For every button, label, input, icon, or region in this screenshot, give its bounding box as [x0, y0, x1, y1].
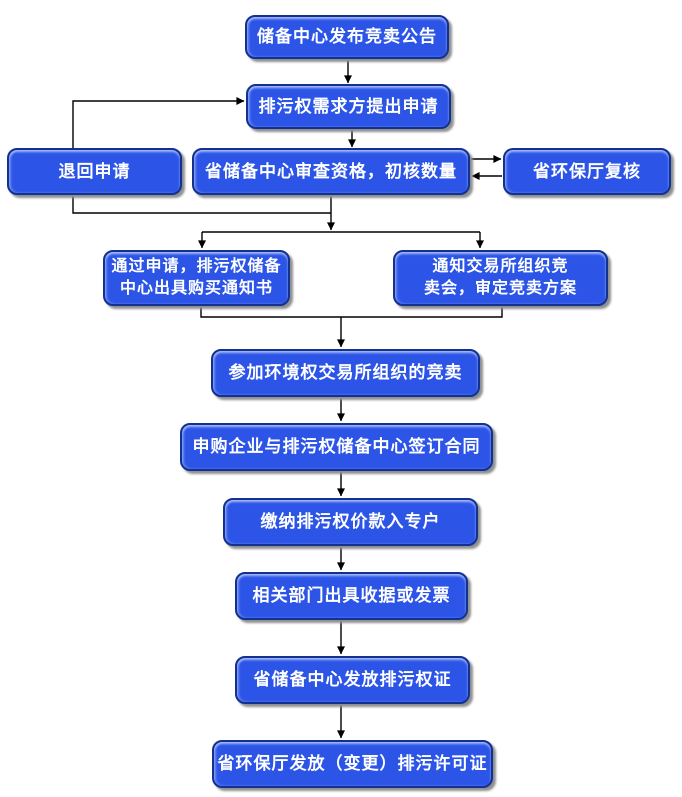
flow-node-recheck: 省环保厅复核: [503, 148, 671, 195]
flow-node-payment: 缴纳排污权价款入专户: [223, 498, 478, 546]
flow-node-announce: 储备中心发布竞卖公告: [245, 15, 449, 59]
flow-node-permit-cert: 省储备中心发放排污权证: [235, 656, 470, 704]
edge-return-junction: [72, 195, 331, 214]
flow-node-request: 排污权需求方提出申请: [246, 84, 451, 129]
flow-node-approve-notice: 通过申请，排污权储备 中心出具购买通知书: [103, 250, 290, 306]
flow-node-contract: 申购企业与排污权储备中心签订合同: [180, 423, 493, 471]
flow-node-review: 省储备中心审查资格，初核数量: [192, 148, 470, 195]
flow-node-auction-notice: 通知交易所组织竞 卖会，审定竞卖方案: [393, 250, 608, 306]
flow-node-auction: 参加环境权交易所组织的竞卖: [211, 349, 480, 397]
edge-return-request: [72, 97, 245, 148]
flow-node-receipt: 相关部门出具收据或发票: [235, 572, 468, 620]
flow-node-return: 退回申请: [7, 148, 182, 195]
flow-node-license: 省环保厅发放（变更）排污许可证: [212, 740, 493, 788]
merge-line: [200, 306, 503, 318]
